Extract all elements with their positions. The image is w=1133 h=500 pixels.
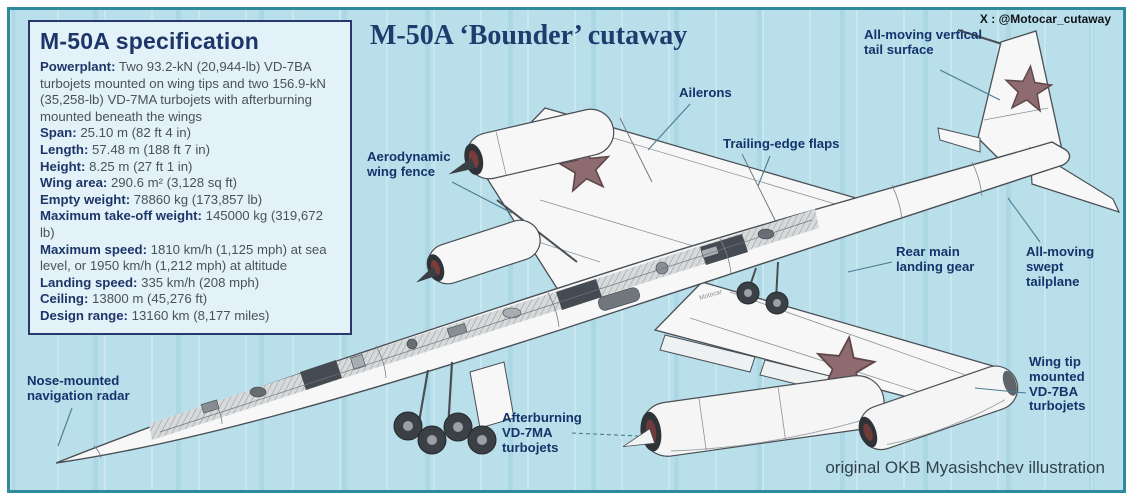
spec-item: Ceiling: 13800 m (45,276 ft)	[40, 291, 208, 307]
spec-box-title: M-50A specification	[40, 28, 259, 54]
nose-radome-line	[93, 445, 102, 459]
rear-main-landing-gear	[736, 261, 789, 315]
page-title: M-50A ‘Bounder’ cutaway	[370, 20, 688, 51]
callout-afterburning-turbojets: Afterburning VD-7MA turbojets	[502, 410, 582, 455]
callout-swept-tailplane: All-moving swept tailplane	[1026, 244, 1095, 289]
near-wingtip-engine-pod	[858, 365, 1019, 451]
callout-vertical-tail: All-moving vertical tail surface	[864, 27, 982, 57]
afterburning-engine-pod	[622, 375, 885, 457]
spec-item: Maximum speed: 1810 km/h (1,125 mph) at …	[40, 241, 327, 274]
far-tailplane	[937, 127, 981, 153]
callout-rear-main-gear: Rear main landing gear	[896, 244, 975, 274]
spec-item: Wing area: 290.6 m² (3,128 sq ft)	[40, 175, 238, 191]
fuselage: Motocar	[55, 141, 1071, 464]
spec-item: Span: 25.10 m (82 ft 4 in)	[40, 125, 191, 141]
machinery-details	[200, 228, 775, 414]
spec-box: M-50A specification Powerplant: Two 93.2…	[28, 20, 352, 335]
equipment-bays	[300, 234, 748, 390]
callout-wingtip-turbojets: Wing tip mounted VD-7BA turbojets	[1029, 354, 1086, 414]
spec-item: Length: 57.48 m (188 ft 7 in)	[40, 141, 211, 157]
callout-trailing-edge-flaps: Trailing-edge flaps	[723, 136, 840, 151]
trailing-edge-flap	[659, 334, 756, 373]
spec-item: Height: 8.25 m (27 ft 1 in)	[40, 158, 193, 174]
fuselage-frames	[213, 161, 983, 425]
callout-leader-lines	[57, 69, 1041, 447]
callout-wing-fence: Aerodynamic wing fence	[367, 149, 451, 179]
spec-item: Design range: 13160 km (8,177 miles)	[40, 307, 270, 323]
vertical-tail-fin	[957, 29, 1063, 161]
spec-item: Maximum take-off weight: 145000 kg (319,…	[40, 208, 323, 240]
social-credit: X : @Motocar_cutaway	[979, 12, 1111, 26]
gear-door	[469, 361, 515, 429]
far-underwing-engine	[416, 219, 541, 285]
front-main-landing-gear	[393, 361, 515, 455]
illustration-credit: original OKB Myasishchev illustration	[825, 458, 1105, 477]
spec-item: Empty weight: 78860 kg (173,857 lb)	[40, 191, 263, 207]
callout-ailerons: Ailerons	[679, 85, 732, 100]
callout-nose-radar: Nose-mounted navigation radar	[27, 373, 130, 403]
spec-item: Powerplant: Two 93.2-kN (20,944-lb) VD-7…	[40, 59, 326, 124]
spec-item: Landing speed: 335 km/h (208 mph)	[40, 274, 260, 290]
